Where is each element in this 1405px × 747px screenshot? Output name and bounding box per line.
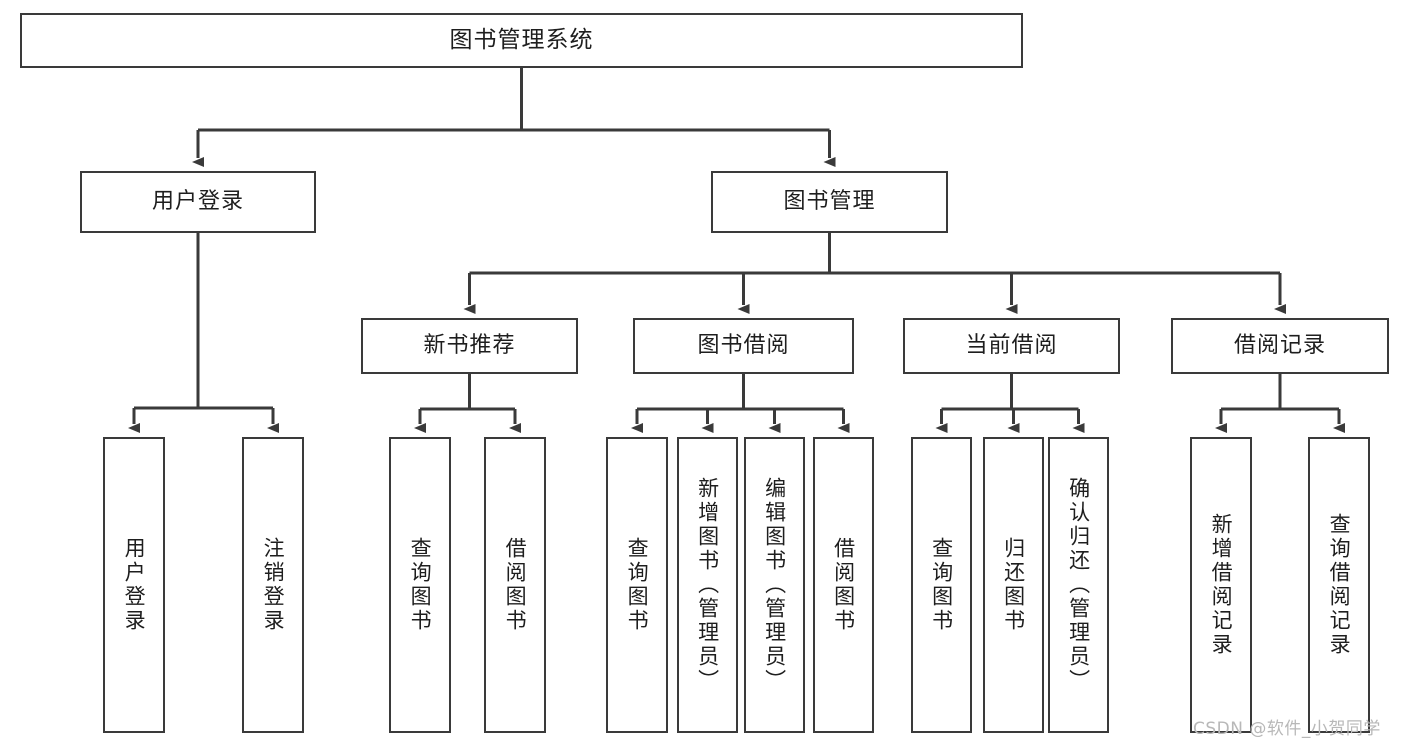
csdn-watermark: CSDN @软件_小贺同学: [1193, 719, 1381, 739]
node-book-borrow[interactable]: 图书借阅: [633, 318, 854, 374]
node-label: 新书推荐: [423, 332, 516, 358]
node-root[interactable]: 图书管理系统: [20, 13, 1023, 68]
node-label: 当前借阅: [965, 332, 1058, 358]
node-label: 查询图书: [408, 537, 433, 633]
node-leaf-user-logout[interactable]: 注销登录: [242, 437, 304, 733]
node-leaf-add-record[interactable]: 新增借阅记录: [1190, 437, 1252, 733]
node-new-book-rec[interactable]: 新书推荐: [361, 318, 578, 374]
node-label: 查询借阅记录: [1327, 513, 1352, 657]
node-label: 编辑图书（管理员）: [762, 477, 787, 693]
node-user-login[interactable]: 用户登录: [80, 171, 316, 233]
node-leaf-add-book[interactable]: 新增图书（管理员）: [677, 437, 738, 733]
node-label: 注销登录: [261, 537, 286, 633]
node-label: 图书借阅: [697, 332, 790, 358]
node-label: 借阅图书: [831, 537, 856, 633]
node-label: 用户登录: [122, 537, 147, 633]
node-label: 图书管理系统: [449, 26, 594, 53]
node-label: 查询图书: [625, 537, 650, 633]
node-leaf-edit-book[interactable]: 编辑图书（管理员）: [744, 437, 805, 733]
node-label: 借阅记录: [1233, 332, 1326, 358]
node-label: 图书管理: [783, 188, 876, 214]
node-leaf-return-book[interactable]: 归还图书: [983, 437, 1044, 733]
node-label: 新增借阅记录: [1209, 513, 1234, 657]
node-leaf-user-login[interactable]: 用户登录: [103, 437, 165, 733]
node-label: 新增图书（管理员）: [695, 477, 720, 693]
node-leaf-borrow-book-1[interactable]: 借阅图书: [484, 437, 546, 733]
node-leaf-query-book-1[interactable]: 查询图书: [389, 437, 451, 733]
node-leaf-query-book-2[interactable]: 查询图书: [606, 437, 668, 733]
node-current-borrow[interactable]: 当前借阅: [903, 318, 1120, 374]
node-book-manage[interactable]: 图书管理: [711, 171, 948, 233]
node-borrow-record[interactable]: 借阅记录: [1171, 318, 1389, 374]
node-leaf-confirm-return[interactable]: 确认归还（管理员）: [1048, 437, 1109, 733]
node-label: 查询图书: [929, 537, 954, 633]
node-leaf-query-book-3[interactable]: 查询图书: [911, 437, 972, 733]
node-leaf-query-record[interactable]: 查询借阅记录: [1308, 437, 1370, 733]
node-label: 借阅图书: [503, 537, 528, 633]
node-leaf-borrow-book-2[interactable]: 借阅图书: [813, 437, 874, 733]
node-label: 确认归还（管理员）: [1066, 477, 1091, 693]
node-label: 用户登录: [151, 188, 244, 214]
node-label: 归还图书: [1001, 537, 1026, 633]
